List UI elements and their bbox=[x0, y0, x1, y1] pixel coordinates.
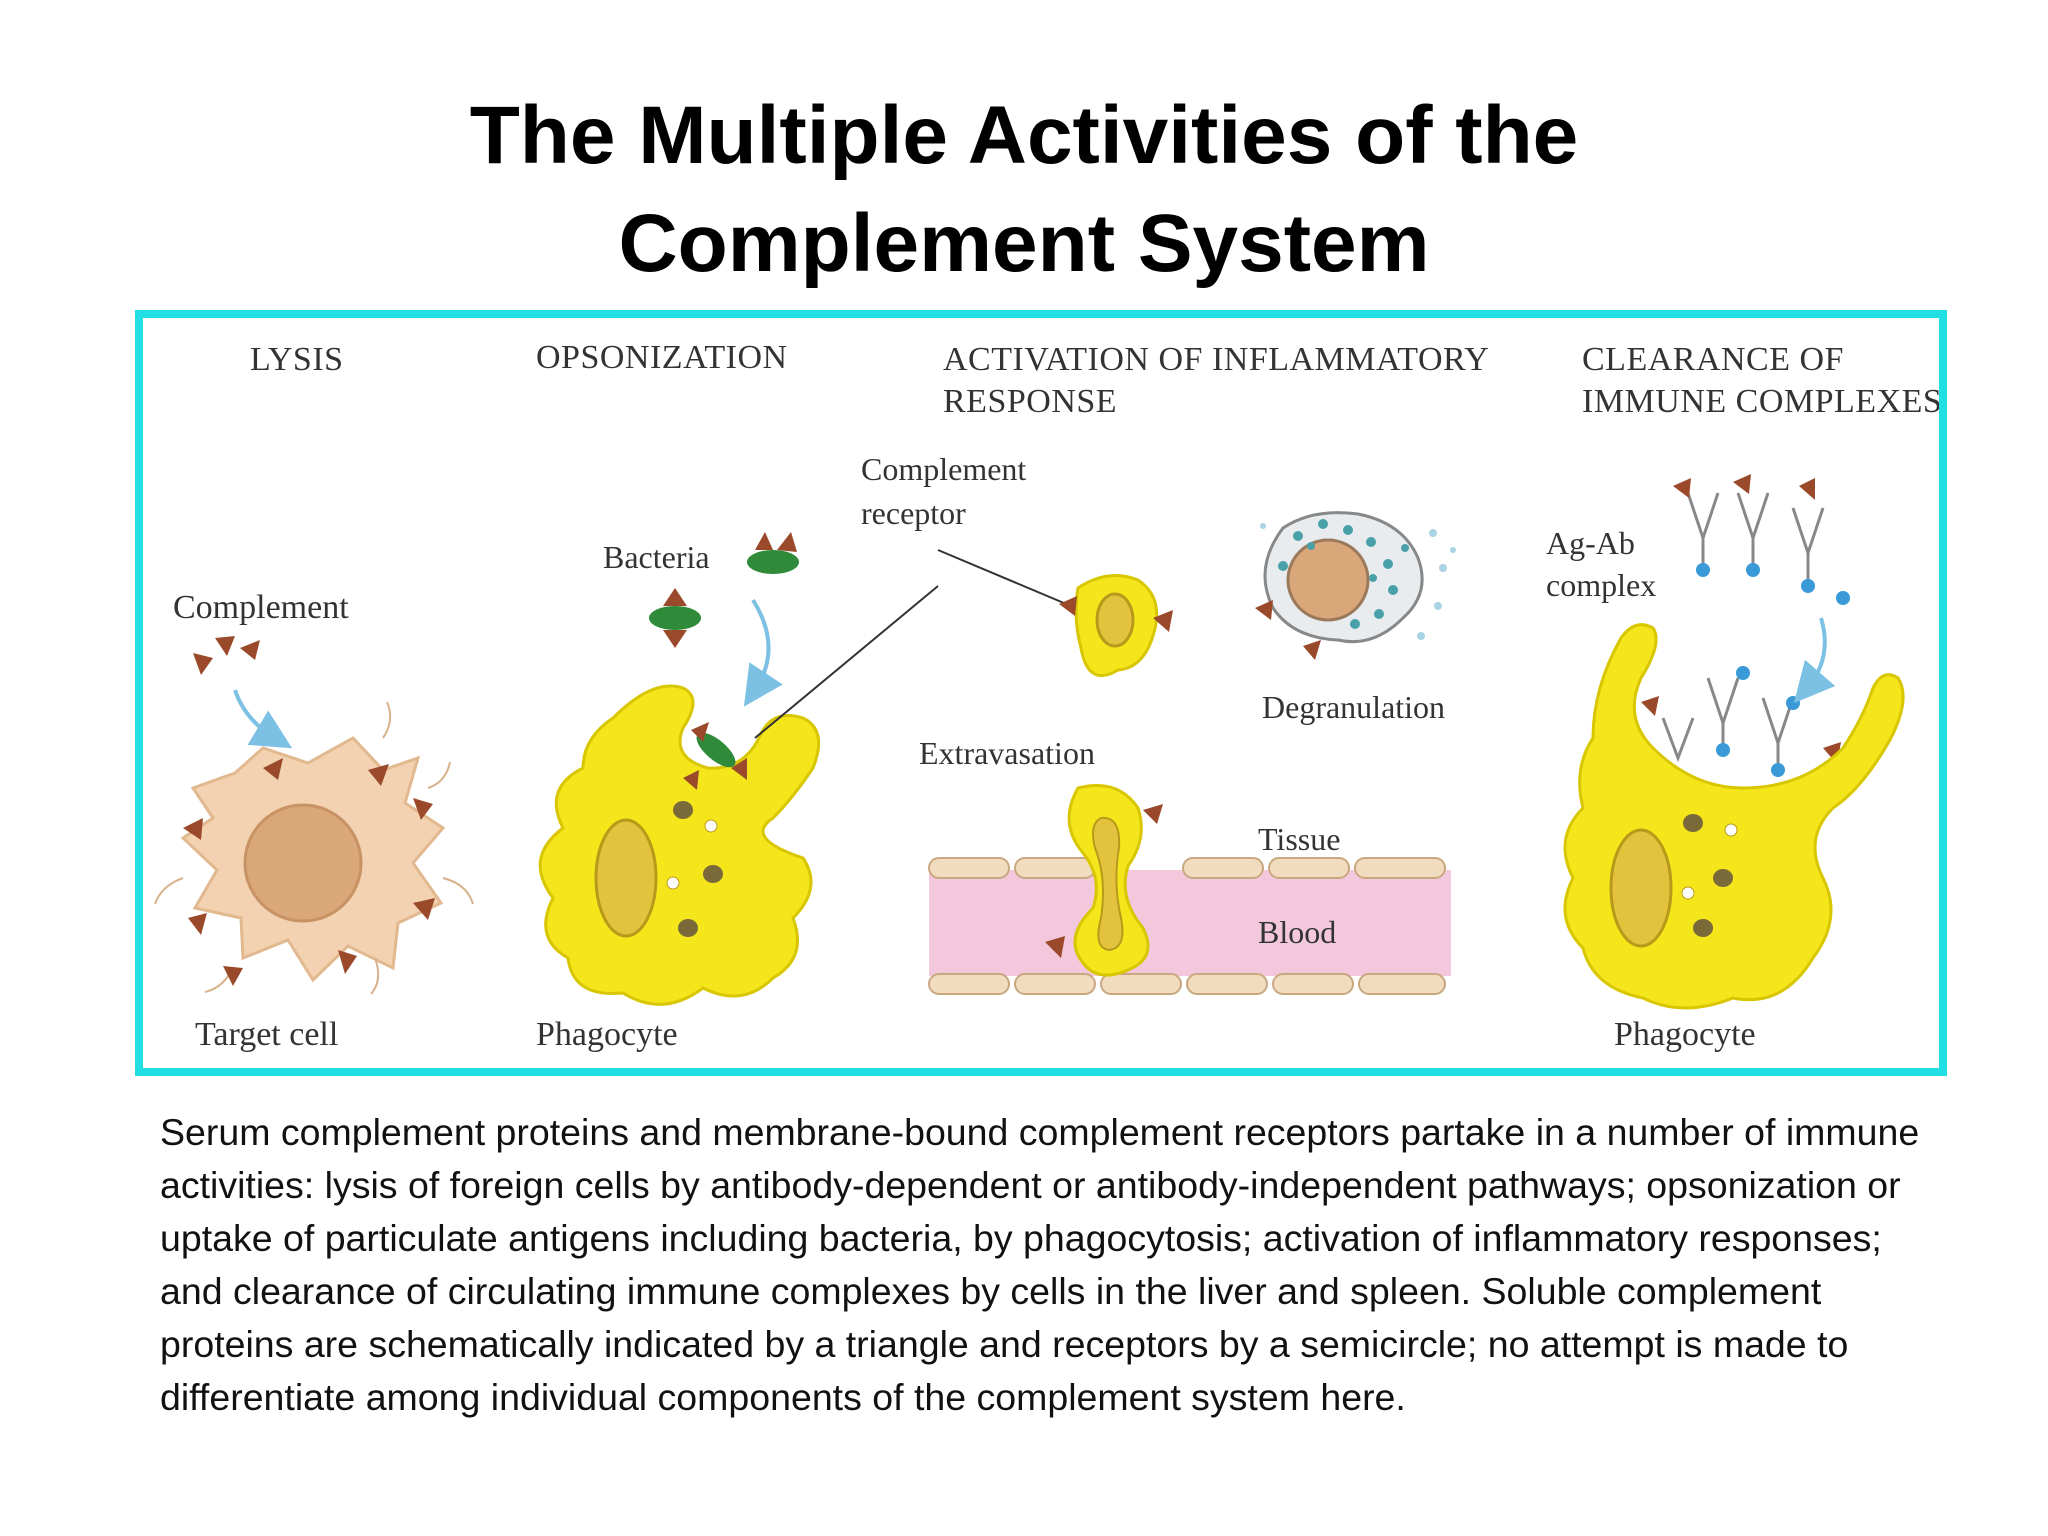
lysis-arrow bbox=[233, 689, 293, 749]
inflammation-header-line1: ACTIVATION OF INFLAMMATORY bbox=[943, 341, 1489, 378]
mast-cell-granules bbox=[1278, 519, 1409, 629]
opsonization-header: OPSONIZATION bbox=[536, 339, 788, 376]
agab-label-line1: Ag-Ab bbox=[1546, 525, 1635, 561]
blood-vessel bbox=[929, 870, 1451, 976]
receptor-label-line2: receptor bbox=[861, 495, 966, 531]
target-cell-label: Target cell bbox=[195, 1016, 338, 1053]
title-line-2: Complement System bbox=[618, 198, 1430, 289]
extravasation-label: Extravasation bbox=[919, 735, 1095, 771]
immune-complexes bbox=[1661, 492, 1825, 768]
agab-label-line2: complex bbox=[1546, 567, 1656, 603]
clearance-header-line2: IMMUNE COMPLEXES bbox=[1582, 383, 1939, 420]
phagocyte-1-nucleus bbox=[594, 818, 658, 938]
clearance-header-line1: CLEARANCE OF bbox=[1582, 341, 1844, 378]
phagocyte-1-granules bbox=[666, 801, 723, 937]
inflammation-panel: Complement receptor bbox=[861, 451, 1456, 995]
figure-caption: Serum complement proteins and membrane-b… bbox=[160, 1111, 1920, 1418]
opsonization-panel: Bacteria bbox=[538, 532, 821, 1006]
vessel-wall-top bbox=[928, 857, 1446, 879]
figure-canvas: LYSIS OPSONIZATION ACTIVATION OF INFLAMM… bbox=[154, 339, 1939, 1053]
phagocyte-2 bbox=[1563, 623, 1905, 1010]
complement-activities-figure: LYSIS OPSONIZATION ACTIVATION OF INFLAMM… bbox=[135, 310, 1947, 1076]
complement-label: Complement bbox=[173, 589, 349, 626]
bacteria-group bbox=[649, 532, 799, 648]
phagocyte-label-2: Phagocyte bbox=[1614, 1016, 1756, 1053]
receptor-pointer-line-2 bbox=[937, 549, 1072, 607]
antibody-tips bbox=[1696, 563, 1850, 777]
leukocyte-top-nucleus bbox=[1095, 592, 1135, 648]
phagocyte-1 bbox=[538, 684, 821, 1006]
clearance-complement bbox=[1641, 474, 1841, 764]
membrane-fragments bbox=[154, 701, 474, 995]
extravasation-complement bbox=[1045, 804, 1163, 958]
clearance-arrow bbox=[1793, 617, 1836, 704]
vessel-wall-bottom bbox=[928, 973, 1446, 995]
title-line-1: The Multiple Activities of the bbox=[469, 90, 1579, 181]
lysis-header: LYSIS bbox=[250, 341, 344, 378]
target-cell-nucleus bbox=[243, 803, 363, 923]
released-granules bbox=[1260, 523, 1456, 640]
phagocyte-2-granules bbox=[1681, 814, 1738, 937]
engulfed-bacterium bbox=[696, 732, 736, 768]
receptor-label-line1: Complement bbox=[861, 451, 1026, 487]
extravasating-leukocyte-nucleus bbox=[1092, 816, 1124, 952]
page-title: The Multiple Activities of the Complemen… bbox=[0, 82, 2048, 298]
degranulation-label: Degranulation bbox=[1262, 689, 1445, 725]
opsonin-triangles bbox=[683, 722, 747, 790]
leukocyte-top-complement bbox=[1059, 596, 1173, 632]
complement-on-target bbox=[183, 758, 435, 986]
blood-label: Blood bbox=[1258, 914, 1336, 950]
clearance-panel: Ag-Ab complex bbox=[1546, 474, 1905, 1053]
receptor-pointer-line-1 bbox=[754, 585, 939, 739]
mast-cell-nucleus bbox=[1286, 538, 1370, 622]
lysis-panel: Complement bbox=[154, 589, 474, 1053]
inflammation-header-line2: RESPONSE bbox=[943, 383, 1117, 420]
tissue-label: Tissue bbox=[1258, 821, 1340, 857]
complement-triangles bbox=[193, 636, 260, 675]
phagocyte-label-1: Phagocyte bbox=[536, 1016, 678, 1053]
phagocyte-2-nucleus bbox=[1609, 828, 1673, 948]
bacteria-label: Bacteria bbox=[603, 539, 710, 575]
mast-cell-complement bbox=[1255, 600, 1321, 660]
opsonization-arrow bbox=[743, 598, 783, 707]
